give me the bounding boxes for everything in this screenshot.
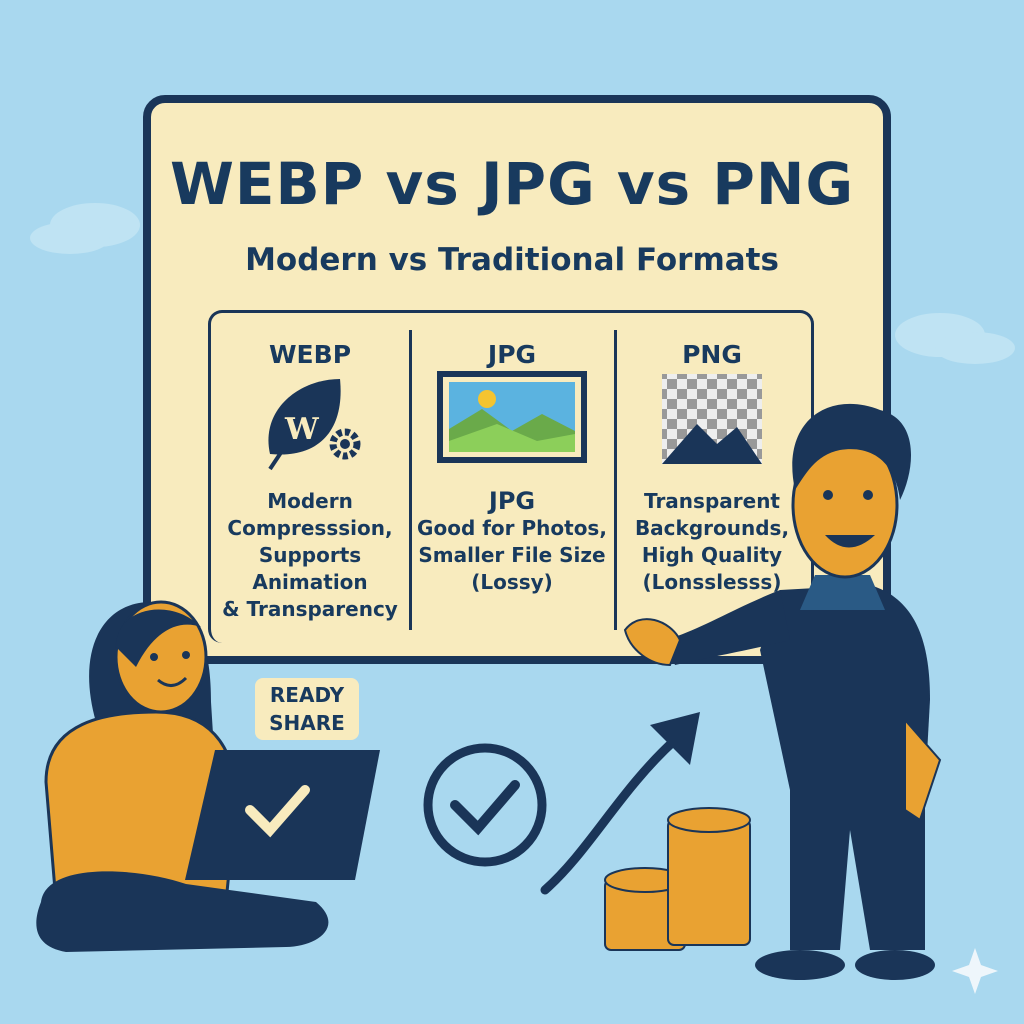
page-title: WEBP vs JPG vs PNG [169, 150, 855, 218]
growth-arrow-icon [540, 712, 700, 895]
desc-line: Transparent [644, 489, 780, 513]
column-jpg: JPG JPG Good for Photos, Smaller File Si… [412, 340, 612, 594]
column-divider [409, 330, 412, 630]
ready-share-speech-bubble: READY SHARE [255, 678, 359, 740]
laptop-icon [185, 750, 380, 880]
column-description: JPG Good for Photos, Smaller File Size (… [402, 488, 622, 596]
checkmark-icon [245, 785, 310, 838]
desc-line: Supports Animation [252, 543, 368, 594]
page-subtitle: Modern vs Traditional Formats [245, 242, 779, 278]
desc-line: Modern [267, 489, 353, 513]
cloud-right [895, 313, 1015, 364]
column-description: Modern Compresssion, Supports Animation … [200, 488, 420, 623]
bubble-text: READY [269, 683, 345, 707]
desc-line: High Quality [641, 543, 783, 567]
sparkle-icon [952, 948, 998, 994]
desc-line: & Transparency [222, 597, 398, 621]
man-character [623, 403, 942, 980]
woman-character [36, 600, 329, 952]
webp-leaf-gear-icon: W [268, 379, 361, 471]
bubble-text: SHARE [269, 711, 345, 735]
check-circle-icon [423, 743, 547, 867]
desc-line: Smaller File Size [418, 543, 606, 567]
coin-stacks-icon [604, 807, 751, 951]
cloud-left [30, 203, 140, 254]
desc-line: JPG [488, 487, 536, 515]
desc-line: Backgrounds, [634, 516, 790, 540]
desc-line: (Lonsslesss) [642, 570, 782, 594]
column-description: Transparent Backgrounds, High Quality (L… [602, 488, 822, 596]
column-label: PNG [682, 340, 742, 369]
svg-text:W: W [284, 412, 320, 447]
column-label: WEBP [268, 340, 352, 369]
desc-line: (Lossy) [471, 570, 553, 594]
column-png: PNG Transparent Backgrounds, High Qualit… [612, 340, 812, 594]
desc-line: Good for Photos, [417, 516, 607, 540]
column-label: JPG [487, 340, 537, 369]
column-webp: WEBP W Modern Compresssion, Supports Ani… [210, 340, 410, 621]
desc-line: Compresssion, [227, 516, 393, 540]
transparent-checker-icon [662, 374, 762, 464]
column-divider [614, 330, 617, 630]
landscape-photo-icon [437, 371, 587, 463]
